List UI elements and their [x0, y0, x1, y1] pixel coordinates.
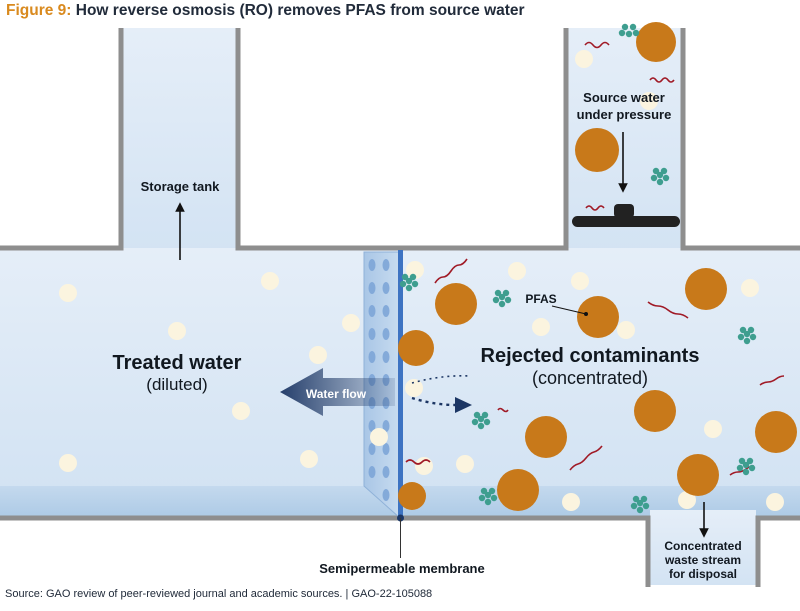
rejected-contaminants-label: Rejected contaminants — [481, 345, 700, 367]
water-flow-label: Water flow — [306, 387, 367, 401]
waste-stream-label-2: waste stream — [664, 553, 741, 567]
pressure-piston — [572, 204, 680, 227]
waste-stream-label-3: for disposal — [669, 567, 737, 581]
membrane-label: Semipermeable membrane — [319, 561, 484, 576]
diagram-labels: Storage tank Source water under pressure… — [113, 90, 742, 581]
rejected-contaminants-sublabel: (concentrated) — [532, 368, 648, 388]
treated-water-label: Treated water — [113, 352, 242, 374]
source-water-label-1: Source water — [583, 90, 665, 105]
contaminant-particles — [398, 22, 797, 511]
figure-number: Figure 9: — [6, 2, 72, 19]
pfas-pointer — [551, 305, 587, 315]
water-flow-arrow — [280, 368, 395, 416]
figure-title-text: How reverse osmosis (RO) removes PFAS fr… — [75, 2, 525, 19]
pipe-walls — [0, 28, 800, 587]
rejected-flow-arrow — [411, 396, 456, 407]
treated-water-sublabel: (diluted) — [146, 375, 207, 394]
pfas-chains — [405, 41, 785, 476]
waste-stream-label-1: Concentrated — [664, 539, 741, 553]
source-water-label-2: under pressure — [577, 107, 672, 122]
figure-title: Figure 9: How reverse osmosis (RO) remov… — [6, 2, 525, 20]
flow-arrows — [175, 132, 709, 538]
source-note: Source: GAO review of peer-reviewed jour… — [5, 588, 433, 600]
pfas-label: PFAS — [525, 292, 556, 306]
storage-tank-label: Storage tank — [141, 179, 221, 194]
water-molecules — [59, 50, 784, 511]
teal-clusters — [399, 23, 757, 514]
